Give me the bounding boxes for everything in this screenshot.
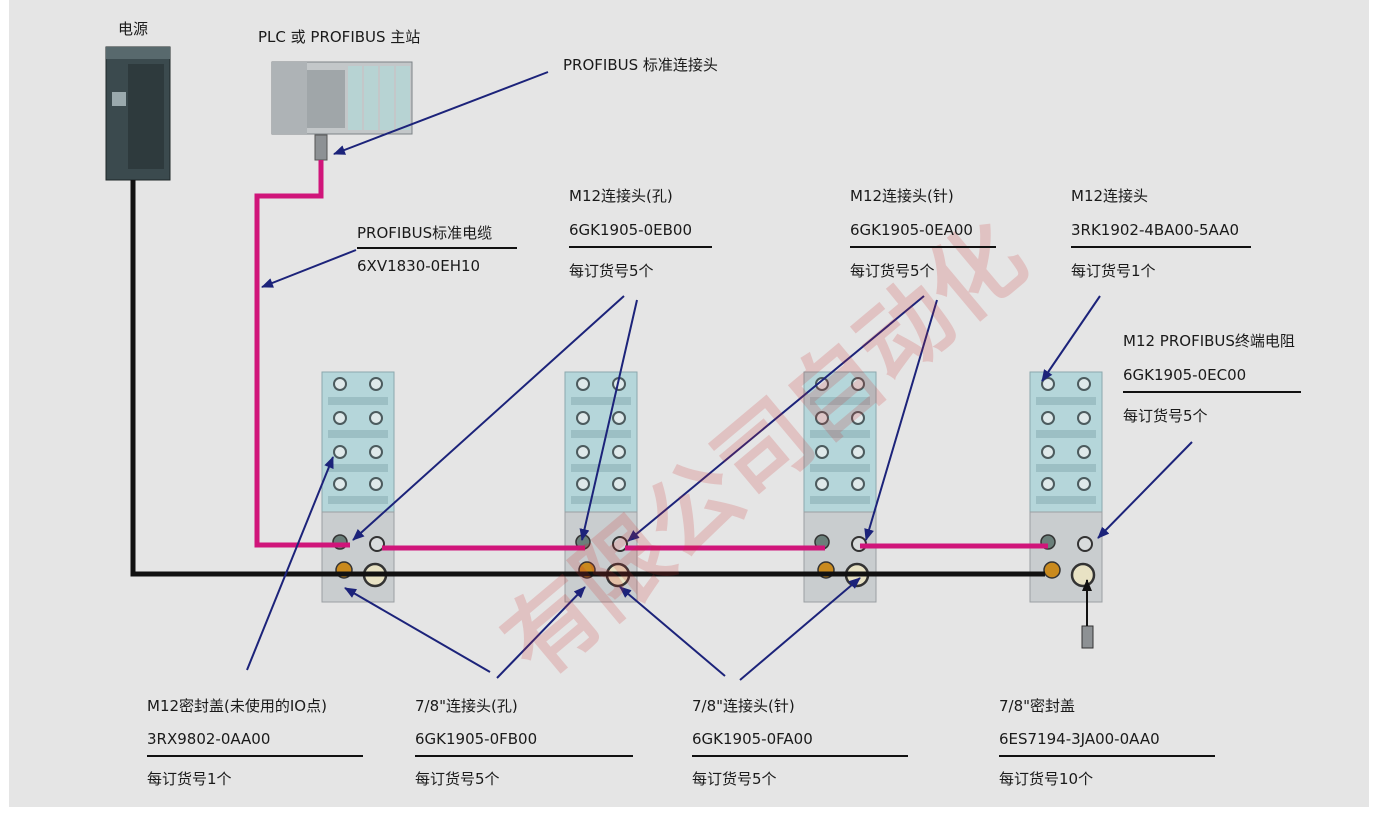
m12-female-qty: 每订货号5个 xyxy=(569,262,654,280)
m12-male-qty: 每订货号5个 xyxy=(850,262,935,280)
conn78-female-code: 6GK1905-0FB00 xyxy=(415,730,538,748)
m12-connector-qty: 每订货号1个 xyxy=(1071,262,1156,280)
power-label: 电源 xyxy=(118,20,149,38)
diagram-background xyxy=(9,0,1369,807)
m12-connector-name: M12连接头 xyxy=(1071,187,1149,205)
terminator-qty: 每订货号5个 xyxy=(1123,407,1208,425)
m12-connector-code: 3RK1902-4BA00-5AA0 xyxy=(1071,221,1240,239)
conn78-female-qty: 每订货号5个 xyxy=(415,770,500,788)
et200-module-4 xyxy=(1028,370,1104,604)
callout-arrows xyxy=(246,71,1193,681)
conn78-male-rule xyxy=(692,755,908,757)
m12-connector-rule xyxy=(1071,246,1251,248)
m12-female-code: 6GK1905-0EB00 xyxy=(569,221,692,239)
cap78-name: 7/8"密封盖 xyxy=(999,697,1076,715)
seal-cap-qty: 每订货号1个 xyxy=(147,770,232,788)
m12-female-name: M12连接头(孔) xyxy=(569,187,673,205)
power-cable xyxy=(130,180,1045,577)
m12-male-name: M12连接头(针) xyxy=(850,187,954,205)
cap78-code: 6ES7194-3JA00-0AA0 xyxy=(999,730,1160,748)
m12-male-rule xyxy=(850,246,996,248)
terminator-name: M12 PROFIBUS终端电阻 xyxy=(1123,332,1295,350)
seal-cap-code: 3RX9802-0AA00 xyxy=(147,730,271,748)
cable-rule xyxy=(357,247,517,249)
conn78-female-rule xyxy=(415,755,633,757)
seal-cap-rule xyxy=(147,755,363,757)
terminator-rule xyxy=(1123,391,1301,393)
m12-female-rule xyxy=(569,246,712,248)
std-connector-label: PROFIBUS 标准连接头 xyxy=(563,56,718,74)
conn78-male-name: 7/8"连接头(针) xyxy=(692,697,795,715)
cap78-rule xyxy=(999,755,1215,757)
et200-module-1 xyxy=(320,370,396,604)
plc-label: PLC 或 PROFIBUS 主站 xyxy=(258,28,421,46)
power-supply xyxy=(105,46,171,181)
profibus-cable xyxy=(254,160,350,548)
cap78-qty: 每订货号10个 xyxy=(999,770,1094,788)
termination-plug xyxy=(1081,579,1094,649)
m12-male-code: 6GK1905-0EA00 xyxy=(850,221,973,239)
conn78-male-qty: 每订货号5个 xyxy=(692,770,777,788)
conn78-female-name: 7/8"连接头(孔) xyxy=(415,697,518,715)
terminator-code: 6GK1905-0EC00 xyxy=(1123,366,1247,384)
seal-cap-name: M12密封盖(未使用的IO点) xyxy=(147,697,327,715)
plc-master xyxy=(271,61,413,161)
cable-name: PROFIBUS标准电缆 xyxy=(357,224,493,242)
cable-code: 6XV1830-0EH10 xyxy=(357,257,481,275)
conn78-male-code: 6GK1905-0FA00 xyxy=(692,730,813,748)
